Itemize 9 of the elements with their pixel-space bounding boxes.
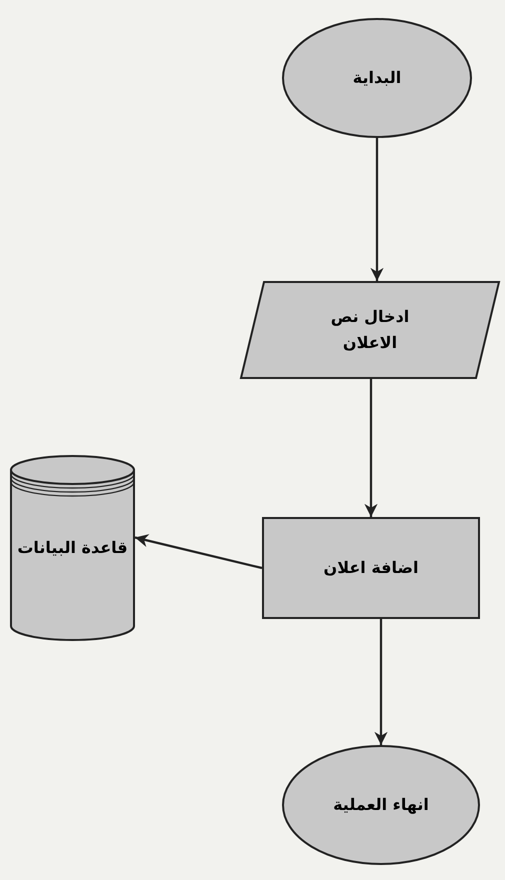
database-cylinder: قاعدة البيانات xyxy=(10,455,135,640)
arrow xyxy=(134,534,262,570)
arrow xyxy=(370,138,384,281)
end-ellipse: انهاء العملية xyxy=(282,745,480,865)
start-ellipse: البداية xyxy=(282,18,472,138)
input-parallelogram: ادخال نص الاعلان xyxy=(240,281,500,379)
process-box: اضافة اعلان xyxy=(262,517,480,619)
arrow xyxy=(374,619,388,745)
arrow xyxy=(364,379,378,517)
